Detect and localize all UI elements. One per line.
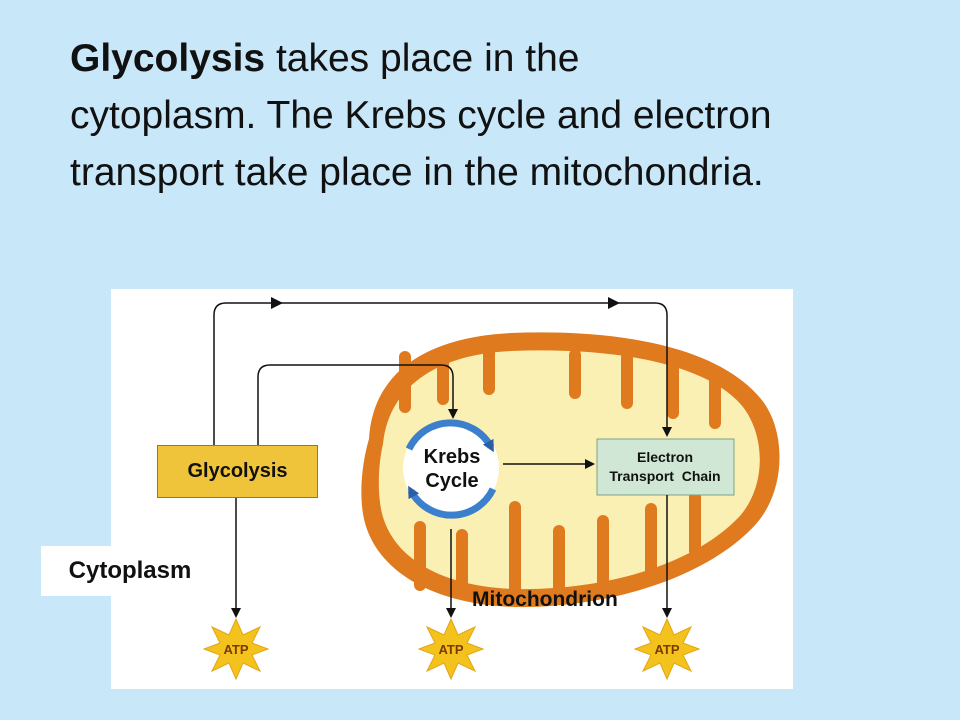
etc-label-line2: Transport Chain bbox=[609, 468, 720, 484]
atp-label-3: ATP bbox=[654, 642, 679, 657]
mitochondrion-matrix bbox=[378, 350, 760, 590]
etc-label-line1: Electron bbox=[637, 449, 693, 465]
heading-line3: transport take place in the mitochondria… bbox=[70, 151, 764, 194]
krebs-cycle-label-line1: Krebs bbox=[424, 446, 481, 468]
heading-line1-rest: takes place in the bbox=[265, 37, 580, 80]
krebs-cycle-arrow-top bbox=[405, 419, 495, 453]
heading-line2: cytoplasm. The Krebs cycle and electron bbox=[70, 94, 772, 137]
slide-heading: Glycolysis takes place in the cytoplasm.… bbox=[70, 30, 950, 201]
atp-label-2: ATP bbox=[438, 642, 463, 657]
top-loop-arrowhead-1 bbox=[271, 297, 283, 309]
krebs-cycle-circle bbox=[403, 420, 499, 516]
krebs-cycle-label-line2: Cycle bbox=[425, 470, 478, 492]
arrow-glycolysis-to-etc bbox=[213, 302, 672, 445]
arrow-glycolysis-to-krebs bbox=[257, 364, 458, 445]
cristae bbox=[399, 347, 721, 595]
glycolysis-box: Glycolysis bbox=[157, 445, 318, 498]
flow-arrows bbox=[213, 302, 672, 618]
mitochondrion-label: Mitochondrion bbox=[472, 588, 618, 611]
atp-label-1: ATP bbox=[223, 642, 248, 657]
diagram-panel: Krebs Cycle Electron Transport Chain bbox=[111, 289, 793, 689]
atp-star-1: ATP bbox=[202, 617, 270, 681]
atp-star-2: ATP bbox=[417, 617, 485, 681]
top-loop-arrowhead-2 bbox=[608, 297, 620, 309]
cytoplasm-label: Cytoplasm bbox=[41, 546, 219, 596]
cellular-respiration-diagram: Krebs Cycle Electron Transport Chain bbox=[202, 297, 780, 681]
atp-star-3: ATP bbox=[633, 617, 701, 681]
krebs-cycle-arrow-bottom bbox=[407, 485, 497, 519]
etc-box bbox=[596, 438, 735, 496]
heading-bold-term: Glycolysis bbox=[70, 37, 266, 80]
